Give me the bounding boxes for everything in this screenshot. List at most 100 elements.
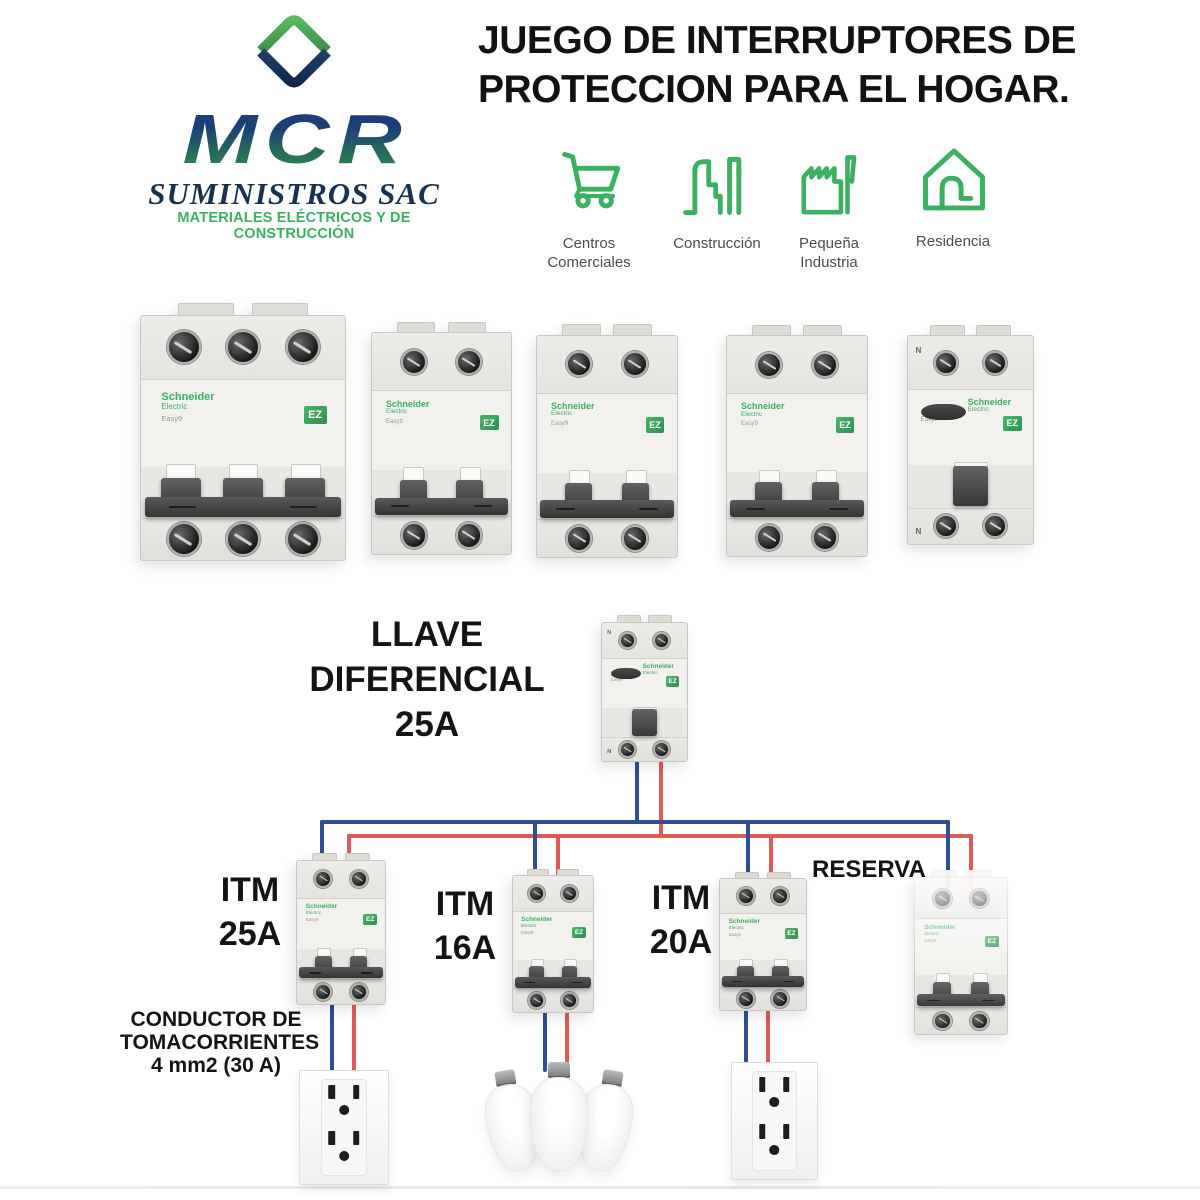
toggle-notch	[935, 972, 951, 994]
toggle-pole	[810, 469, 841, 518]
handle-tie-bar	[916, 994, 1006, 1007]
toggle-pole	[932, 972, 952, 1007]
bottom-terminal-screws	[908, 509, 1033, 544]
ez-badge: EZ	[784, 927, 799, 939]
circuit-breaker: N Schneider Electric Easy9 EZ N	[296, 853, 386, 1005]
brand-name-label: Schneider	[741, 401, 785, 412]
page-title: JUEGO DE INTERRUPTORES DE PROTECCION PAR…	[478, 16, 1096, 114]
terminal-screw	[970, 1011, 989, 1031]
terminal-screw	[756, 524, 783, 551]
handle-tie-bar	[514, 977, 592, 988]
bottom-terminal-screws	[727, 519, 867, 556]
outlet-socket	[313, 1084, 375, 1119]
breaker-body: N Schneider Electric Easy9 EZ N	[726, 335, 868, 557]
terminal-screw	[652, 631, 671, 650]
toggle-handles	[602, 706, 687, 737]
breaker-label-face: Schneider Electric Easy9 EZ	[513, 912, 593, 961]
breaker-terminal-area-bottom	[915, 1006, 1007, 1034]
neutral-drop-reserva	[946, 820, 950, 888]
neutral-mark-top: N	[915, 346, 922, 356]
brand-name-label: Schneider	[728, 917, 761, 925]
breaker-terminal-area-bottom	[372, 515, 511, 555]
neutral-out-itm16	[543, 1008, 547, 1072]
circuit-breaker: N Schneider Electric Easy9 EZ N	[601, 615, 688, 762]
bottom-terminal-screws	[372, 517, 511, 554]
series-label: Easy9	[610, 677, 623, 683]
breaker-label-face: Schneider Electric Easy9 EZ	[602, 659, 687, 709]
breaker-terminal-area-top	[537, 335, 677, 394]
terminal-screw	[566, 350, 593, 378]
terminal-screw	[970, 889, 989, 908]
live-drop-itm20	[769, 834, 773, 888]
itm-25a-breaker: N Schneider Electric Easy9 EZ N	[296, 853, 386, 1005]
terminal-screw	[349, 870, 368, 889]
toggle-handles	[513, 958, 593, 988]
breaker-terminal-area-bottom	[297, 979, 385, 1004]
toggle-grip	[970, 981, 989, 1002]
display-breaker-differential: N Schneider Electric Easy9 EZ N	[907, 325, 1034, 545]
mcr-diamond-logo-icon	[257, 15, 331, 88]
neutral-bus-wire	[320, 820, 950, 824]
toggle-pole	[970, 972, 990, 1007]
terminal-screw	[756, 351, 783, 378]
din-mount-tabs	[536, 324, 678, 335]
brand-name-label: Schneider	[551, 400, 595, 411]
top-terminal-screws	[727, 336, 867, 393]
terminal-screw	[811, 351, 838, 378]
terminal-screw	[621, 350, 648, 378]
toggle-handles	[297, 947, 385, 979]
segment-caption-construccion: Construcción	[673, 235, 761, 252]
terminal-screw	[400, 522, 428, 549]
neutral-drop-itm25	[320, 820, 324, 882]
breaker-body: N Schneider Electric Easy9 EZ N	[371, 332, 512, 555]
page-title-line-2: PROTECCION PARA EL HOGAR.	[478, 68, 1070, 111]
brand-sub-label: Electric	[741, 410, 763, 418]
terminal-screw	[226, 330, 260, 365]
outlet-socket	[313, 1130, 375, 1165]
branch-label-reserva: RESERVA	[812, 856, 926, 883]
breaker-terminal-area-bottom	[602, 736, 687, 761]
logo-subtitle: SUMINISTROS SAC	[148, 176, 440, 211]
series-label: Easy9	[728, 931, 741, 937]
terminal-screw	[983, 350, 1008, 375]
toggle-handles	[537, 469, 677, 519]
live-out-itm20	[766, 1006, 770, 1068]
toggle-handles	[727, 469, 867, 518]
branch-label-itm-20a: ITM 20A	[649, 879, 713, 961]
segment-caption-residencia: Residencia	[915, 233, 991, 250]
led-bulbs	[480, 1062, 638, 1177]
breaker-label-face: Schneider Electric Easy9 EZ	[372, 391, 511, 470]
terminal-screw	[166, 330, 201, 365]
terminal-screw	[349, 982, 368, 1002]
breaker-label-face: Schneider Electric Easy9 EZ	[537, 393, 677, 473]
outlet-socket	[745, 1124, 805, 1159]
outlet-socket	[745, 1076, 805, 1112]
breaker-label-face: Schneider Electric Easy9 EZ	[297, 898, 385, 950]
breaker-terminal-area-bottom	[141, 517, 345, 560]
breaker-body: N Schneider Electric Easy9 EZ N	[512, 875, 594, 1013]
series-label: Easy9	[305, 916, 319, 922]
terminal-screw	[528, 885, 546, 903]
terminal-screw	[166, 522, 201, 557]
brand-sub-label: Electric	[385, 408, 408, 416]
shopping-cart-icon	[553, 146, 627, 230]
circuit-breaker: N Schneider Electric Easy9 EZ N	[512, 869, 594, 1013]
test-button	[920, 403, 966, 421]
ez-badge: EZ	[303, 405, 327, 425]
series-label: Easy9	[521, 930, 534, 936]
top-terminal-screws	[297, 861, 385, 898]
terminal-screw	[736, 990, 755, 1008]
bottom-divider	[0, 1186, 1200, 1189]
circuit-breaker: N Schneider Electric Easy9 EZ N	[140, 303, 346, 561]
terminal-screw	[621, 525, 648, 552]
page-title-line-1: JUEGO DE INTERRUPTORES DE	[478, 19, 1076, 62]
neutral-feed-wire	[635, 756, 639, 824]
branch-label-itm-25a: ITM 25A	[218, 871, 282, 953]
breaker-terminal-area-top	[372, 333, 511, 392]
display-breaker-2pole-c: N Schneider Electric Easy9 EZ N	[726, 325, 868, 557]
top-terminal-screws	[915, 878, 1007, 918]
bottom-terminal-screws	[513, 989, 593, 1012]
logo-tagline: MATERIALES ELÉCTRICOS Y DE CONSTRUCCIÓN	[177, 210, 411, 242]
breaker-terminal-area-bottom	[720, 987, 806, 1010]
terminal-screw	[618, 631, 637, 650]
